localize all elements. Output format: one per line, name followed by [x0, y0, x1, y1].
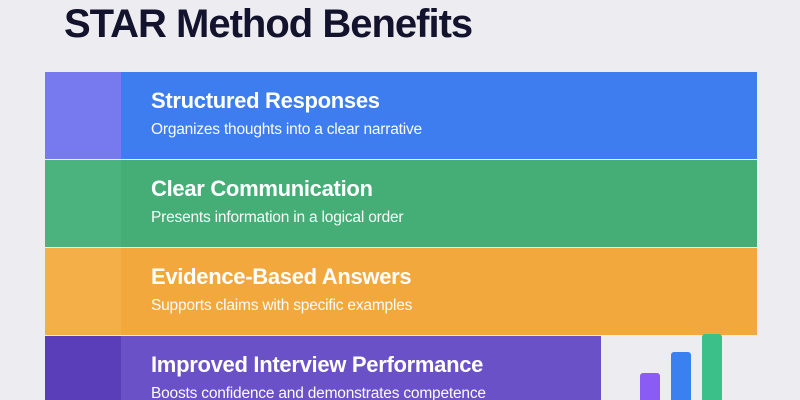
- row-content: Structured Responses Organizes thoughts …: [151, 88, 747, 139]
- benefit-row-clear-communication: Clear Communication Presents information…: [45, 160, 757, 247]
- row-accent-strip: [45, 336, 121, 400]
- chart-bar-green: [702, 334, 722, 400]
- page-title: STAR Method Benefits: [64, 2, 473, 46]
- row-subtitle: Supports claims with specific examples: [151, 297, 413, 314]
- row-subtitle: Presents information in a logical order: [151, 209, 404, 226]
- row-subtitle: Boosts confidence and demonstrates compe…: [151, 385, 486, 400]
- benefit-row-evidence-based-answers: Evidence-Based Answers Supports claims w…: [45, 248, 757, 335]
- row-content: Improved Interview Performance Boosts co…: [151, 352, 591, 400]
- benefit-rows: Structured Responses Organizes thoughts …: [45, 72, 800, 400]
- row-title: Clear Communication: [151, 176, 373, 201]
- chart-bar-blue: [671, 352, 691, 400]
- row-accent-strip: [45, 160, 121, 247]
- row-title: Evidence-Based Answers: [151, 264, 412, 289]
- row-content: Evidence-Based Answers Supports claims w…: [151, 264, 747, 315]
- row-content: Clear Communication Presents information…: [151, 176, 747, 227]
- row-title: Improved Interview Performance: [151, 352, 484, 377]
- row-title: Structured Responses: [151, 88, 380, 113]
- benefit-row-improved-interview-performance: Improved Interview Performance Boosts co…: [45, 336, 601, 400]
- row-accent-strip: [45, 72, 121, 159]
- row-accent-strip: [45, 248, 121, 335]
- mini-bar-chart: [640, 330, 722, 400]
- benefit-row-structured-responses: Structured Responses Organizes thoughts …: [45, 72, 757, 159]
- chart-bar-purple: [640, 373, 660, 400]
- row-subtitle: Organizes thoughts into a clear narrativ…: [151, 121, 422, 138]
